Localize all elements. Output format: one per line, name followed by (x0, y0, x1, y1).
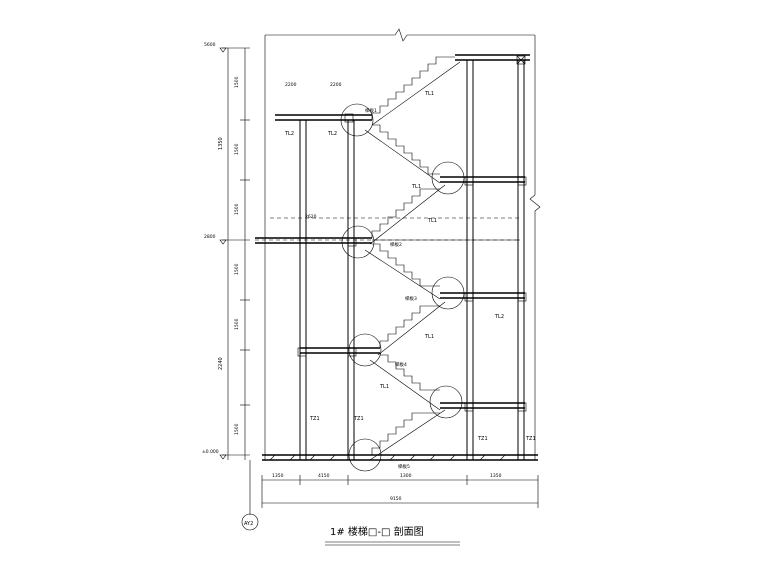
column-label-3: TZ1 (477, 436, 488, 442)
labels: TL1 TL1 TL2 TL2 TL1 TL1 TL2 TL1 TZ1 TZ1 … (284, 82, 536, 470)
flight-label-4: 梯板4 (395, 361, 407, 368)
column-label-1: TZ1 (309, 416, 320, 422)
drawing-title: 1# 楼梯□-□ 剖面图 (330, 525, 424, 538)
ground-slab (262, 454, 538, 461)
bottom-dimension-chain: 1350 4150 1300 1350 9150 (261, 473, 539, 508)
left-dimension-chain: 1350 2240 1500 1500 1500 1500 1500 1500 (218, 47, 250, 460)
dim-sub-3: 1500 (234, 203, 240, 215)
dim-bottom-3: 1300 (400, 473, 412, 479)
beam-label-tl1-d: TL1 (424, 334, 434, 340)
dim-left-2: 2240 (218, 357, 224, 370)
level-marks: 5600 2800 ±0.000 (202, 42, 227, 460)
flight-label-5: 梯板5 (398, 463, 410, 470)
dim-bottom-4: 1350 (490, 473, 502, 479)
flight-label-2: 梯板2 (390, 241, 402, 248)
level-mark-mid: 2800 (204, 234, 216, 240)
columns (299, 60, 525, 460)
top-landing (455, 54, 530, 65)
upper-dim-2: 2200 (330, 82, 342, 88)
beam-label-tl2-a: TL2 (284, 131, 294, 137)
left-landings (275, 114, 380, 354)
level-mark-ground: ±0.000 (202, 449, 219, 455)
upper-dim-1: 2200 (285, 82, 297, 88)
drawing-title-block: 1# 楼梯□-□ 剖面图 (325, 525, 460, 546)
stair-flights (364, 56, 461, 461)
dim-bottom-total: 9150 (390, 496, 402, 502)
beam-label-tl2-c: TL2 (494, 314, 504, 320)
dim-bottom-2: 4150 (318, 473, 330, 479)
beam-boxes (297, 113, 527, 412)
detail-circles (340, 103, 465, 472)
beam-label-tl1-a: TL1 (424, 91, 434, 97)
beam-label-tl1-e: TL1 (379, 384, 389, 390)
dim-bottom-1: 1350 (272, 473, 284, 479)
top-dim: 2620 (305, 214, 317, 220)
beam-label-tl2-b: TL2 (327, 131, 337, 137)
dim-left-1: 1350 (218, 137, 224, 150)
column-label-2: TZ1 (353, 416, 364, 422)
dim-sub-5: 1500 (234, 318, 240, 330)
dim-sub-2: 1500 (234, 143, 240, 155)
outline (264, 28, 541, 460)
dim-sub-6: 1500 (234, 423, 240, 435)
flight-label-1: 梯板1 (365, 107, 377, 114)
right-landings (440, 176, 525, 409)
beam-label-tl1-b: TL1 (411, 184, 421, 190)
beam-label-tl1-c: TL1 (427, 218, 437, 224)
guide-lines (255, 217, 520, 241)
mid-floor-slab (255, 237, 520, 244)
dim-sub-1: 1500 (234, 76, 240, 88)
grid-axis: AY2 (241, 460, 259, 531)
column-label-4: TZ1 (525, 436, 536, 442)
level-mark-top: 5600 (204, 42, 216, 48)
dim-sub-4: 1500 (234, 263, 240, 275)
flight-label-3: 梯板3 (405, 295, 417, 302)
grid-axis-label: AY2 (244, 521, 253, 527)
